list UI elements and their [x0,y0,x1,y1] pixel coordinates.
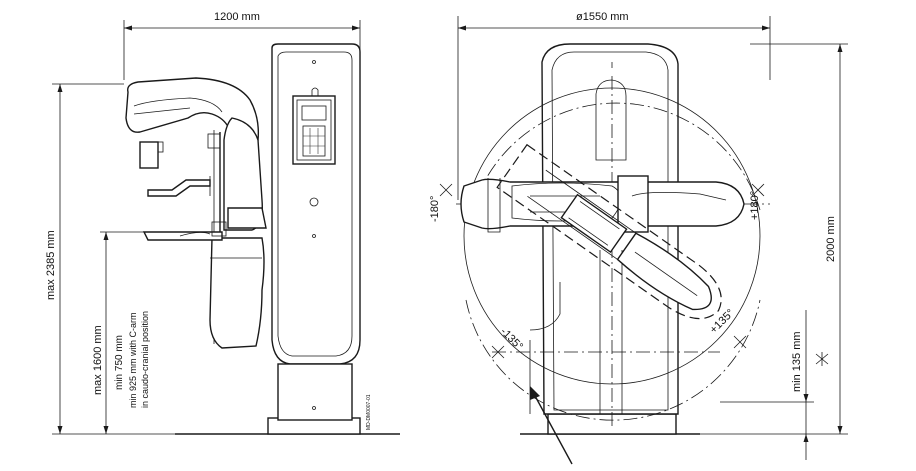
control-panel [292,87,336,165]
table-caudo-label: in caudo-cranial position [140,311,150,408]
angle-neg-135: -135° [498,326,525,353]
carm-horizontal [460,175,745,233]
angle-pos-180: +180° [749,191,761,220]
width-label: 1200 mm [214,11,260,23]
diameter-dimension: ø1550 mm [457,11,771,200]
drawing-id: MD-DM0007-01 [366,394,372,430]
clearance-dimension: min 135 mm [720,310,829,460]
table-min-carm-label: min 925 mm with C-arm [128,312,138,408]
table-max-label: max 1600 mm [92,325,104,395]
column-height-label: 2000 mm [825,216,837,262]
max-height-label: max 2385 mm [45,230,57,300]
side-view: 1200 mm max 2385 mm max 1600 mm min 750 … [45,11,400,435]
breast-support [142,221,227,241]
tube-head [125,77,260,169]
angle-neg-180: -180° [429,196,441,222]
column-height-dimension: 2000 mm [700,43,848,435]
pointer-arrow [530,386,573,465]
diameter-label: ø1550 mm [576,11,629,23]
compression-paddle [147,176,211,197]
sweep-arc [469,102,761,221]
width-dimension: 1200 mm [123,11,361,80]
clearance-label: min 135 mm [791,331,803,392]
max-height-dimension: max 2385 mm [45,83,175,435]
table-min-label: min 750 mm [114,335,125,390]
c-arm [207,117,267,349]
carm-rotated [496,143,722,320]
front-view: ø1550 mm 2000 mm min 135 mm [429,11,848,465]
table-height-dimension: max 1600 mm min 750 mm min 925 mm with C… [92,231,150,434]
